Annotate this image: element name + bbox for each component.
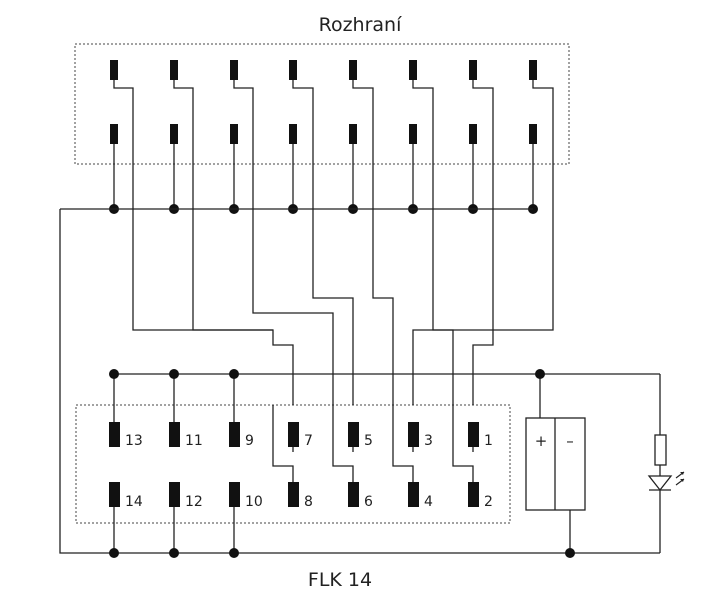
terminal-label: 1 — [484, 433, 493, 449]
relay-contact-icon — [289, 124, 297, 144]
terminal-label: 9 — [245, 433, 254, 449]
terminal-12: 12 — [169, 482, 203, 510]
terminal-contact-icon — [288, 482, 299, 507]
terminal-13: 13 — [109, 422, 143, 449]
terminal-5: 5 — [348, 422, 373, 449]
led-indicator — [647, 374, 685, 553]
terminal-6: 6 — [348, 482, 373, 510]
relay-contact-icon — [170, 60, 178, 80]
relay-contact-icon — [110, 124, 118, 144]
relay-contact-icon — [230, 124, 238, 144]
terminal-label: 2 — [484, 494, 493, 510]
bus-junction — [109, 369, 119, 379]
relay-contact-icon — [409, 60, 417, 80]
bus-junction — [229, 369, 239, 379]
terminal-9: 9 — [229, 422, 254, 449]
terminal-label: 6 — [364, 494, 373, 510]
relay-contact-icon — [289, 60, 297, 80]
terminal-contact-icon — [468, 482, 479, 507]
terminal-label: 11 — [185, 433, 203, 449]
relay-contact-icon — [230, 60, 238, 80]
terminal-contact-icon — [169, 482, 180, 507]
terminal-14: 14 — [109, 482, 143, 510]
terminal-contact-icon — [109, 482, 120, 507]
terminal-contact-icon — [169, 422, 180, 447]
terminal-label: 5 — [364, 433, 373, 449]
terminal-contact-icon — [468, 422, 479, 447]
terminal-label: 10 — [245, 494, 263, 510]
terminal-contact-icon — [408, 482, 419, 507]
terminal-contact-icon — [348, 422, 359, 447]
relay-contact-icon — [529, 60, 537, 80]
terminal-7: 7 — [288, 422, 313, 449]
relay-contact-icon — [469, 124, 477, 144]
connector-title: FLK 14 — [307, 569, 373, 591]
terminal-8: 8 — [288, 482, 313, 510]
terminal-contact-icon — [229, 482, 240, 507]
return-wire — [59, 209, 660, 554]
terminal-contact-icon — [229, 422, 240, 447]
bus-junction — [169, 369, 179, 379]
terminal-contact-icon — [348, 482, 359, 507]
relay-group — [109, 60, 554, 405]
interface-box — [74, 43, 570, 165]
relay-contact-icon — [349, 124, 357, 144]
minus-label: – — [566, 432, 574, 450]
relay-contact-icon — [349, 60, 357, 80]
relay-contact-icon — [409, 124, 417, 144]
terminal-2: 2 — [468, 482, 493, 510]
terminal-11: 11 — [169, 422, 203, 449]
terminal-label: 14 — [125, 494, 143, 510]
terminal-contact-icon — [109, 422, 120, 447]
relay-contact-icon — [469, 60, 477, 80]
resistor-icon — [654, 434, 667, 466]
output-wires — [113, 80, 554, 405]
relay-contact-icon — [529, 124, 537, 144]
terminal-1: 1 — [468, 422, 493, 449]
terminal-4: 4 — [408, 482, 433, 510]
relay-contact-icon — [170, 124, 178, 144]
terminal-contact-icon — [408, 422, 419, 447]
relay-channel-8 — [528, 60, 538, 214]
bus-junction — [169, 548, 179, 558]
terminal-3: 3 — [408, 422, 433, 449]
interface-title: Rozhraní — [318, 14, 402, 36]
plus-label: + — [535, 432, 548, 450]
bus-junction — [109, 548, 119, 558]
jumper-group — [109, 369, 474, 558]
led-icon — [647, 471, 685, 492]
terminal-label: 13 — [125, 433, 143, 449]
terminal-contact-icon — [288, 422, 299, 447]
power-supply: + – — [525, 369, 586, 558]
terminal-10: 10 — [229, 482, 263, 510]
terminal-label: 4 — [424, 494, 433, 510]
bus-junction — [229, 548, 239, 558]
terminal-label: 12 — [185, 494, 203, 510]
terminal-label: 8 — [304, 494, 313, 510]
terminal-label: 3 — [424, 433, 433, 449]
relay-contact-icon — [110, 60, 118, 80]
terminal-label: 7 — [304, 433, 313, 449]
